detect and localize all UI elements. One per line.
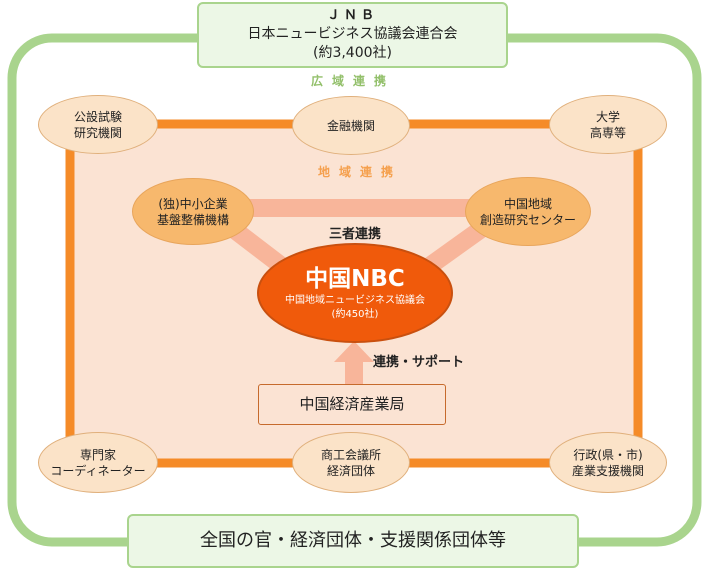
node-label-line: 高専等 <box>589 125 626 140</box>
node-experts: 専門家 コーディネーター <box>38 432 158 493</box>
node-financial: 金融機関 <box>292 96 410 155</box>
node-label-line: (独)中小企業 <box>158 196 228 211</box>
jnb-box: ＪＮＢ 日本ニュービジネス協議会連合会 (約3,400社) <box>197 2 508 68</box>
node-chugoku-nbc: 中国NBC 中国地域ニュービジネス協議会 (約450社) <box>257 243 453 343</box>
node-label-line: 専門家 <box>79 447 116 462</box>
jnb-abbr: ＪＮＢ <box>326 8 378 23</box>
node-chamber: 商工会議所 経済団体 <box>292 432 410 493</box>
node-research-center: 中国地域 創造研究センター <box>465 177 591 246</box>
node-label-line: 中国地域 <box>503 196 552 211</box>
node-label-line: 経済団体 <box>326 463 375 478</box>
node-label-line: 大学 <box>595 109 620 124</box>
nbc-title: 中国NBC <box>305 266 405 292</box>
jnb-name: 日本ニュービジネス協議会連合会 <box>247 26 458 42</box>
node-label-line: 金融機関 <box>326 118 375 133</box>
national-bodies-box: 全国の官・経済団体・支援関係団体等 <box>127 514 579 568</box>
node-government: 行政(県・市) 産業支援機関 <box>549 432 667 493</box>
node-label-line: 行政(県・市) <box>573 447 643 462</box>
node-label-line: 基盤整備機構 <box>156 212 229 227</box>
support-arrow <box>334 341 374 384</box>
support-label: 連携・サポート <box>373 355 465 370</box>
node-label-line: コーディネーター <box>50 463 146 478</box>
regional-label: 地域連携 <box>317 165 402 179</box>
nbc-members: (約450社) <box>331 309 379 320</box>
node-label-line: 公設試験 <box>73 109 122 124</box>
node-smrj: (独)中小企業 基盤整備機構 <box>132 178 254 245</box>
node-label-line: 創造研究センター <box>479 212 576 227</box>
jnb-members: (約3,400社) <box>312 45 392 61</box>
node-label-line: 研究機関 <box>73 125 122 140</box>
nbc-subtitle: 中国地域ニュービジネス協議会 <box>285 295 425 306</box>
tripartite-label: 三者連携 <box>328 227 381 242</box>
node-label-line: 産業支援機関 <box>571 463 644 478</box>
node-university: 大学 高専等 <box>549 95 667 154</box>
node-public-research: 公設試験 研究機関 <box>38 95 158 154</box>
chugoku-bureau-box: 中国経済産業局 <box>258 384 446 425</box>
node-label-line: 商工会議所 <box>320 447 381 462</box>
wide-area-label: 広域連携 <box>310 74 395 88</box>
